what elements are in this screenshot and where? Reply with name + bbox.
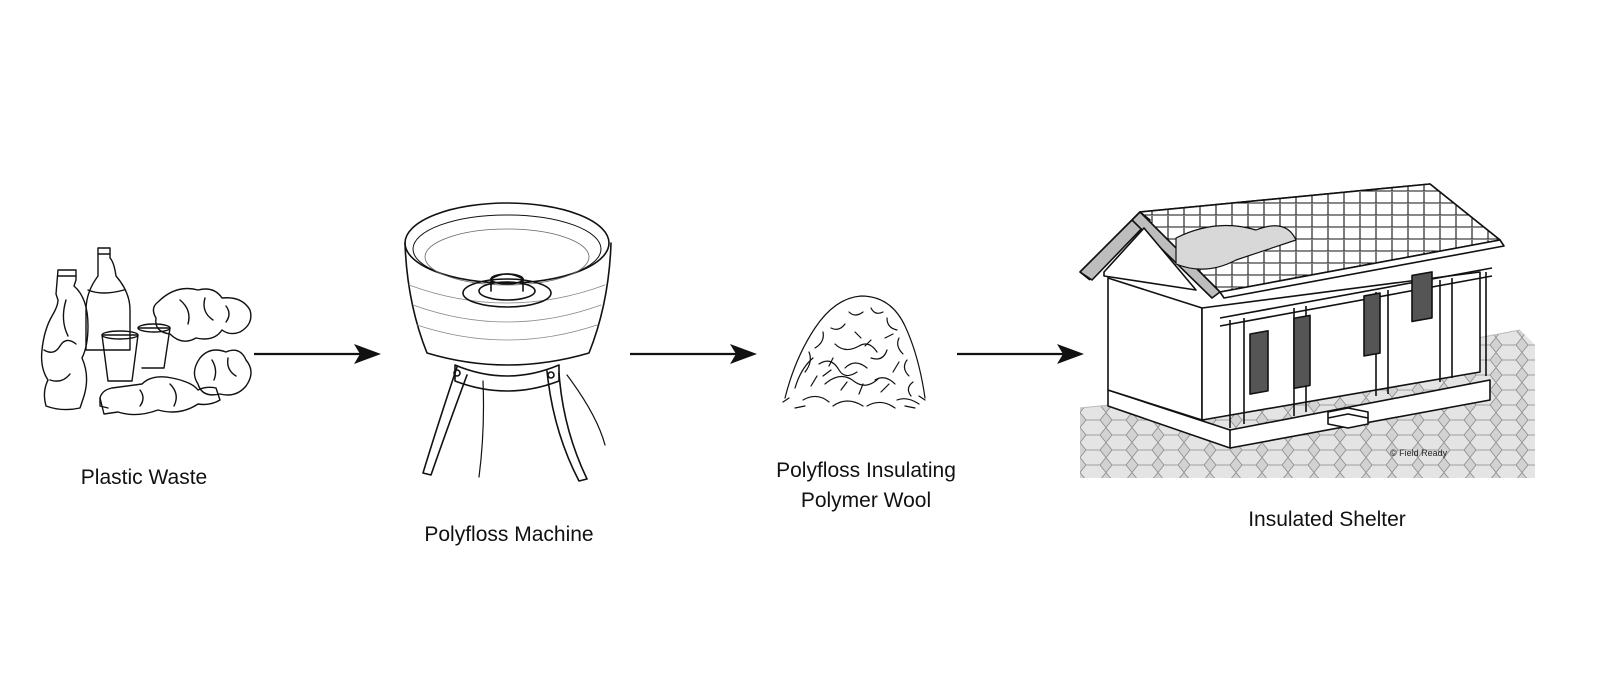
copyright-credit: © Field Ready	[1390, 448, 1448, 458]
caption-line: Polyfloss Insulating	[776, 459, 956, 482]
polyfloss-machine-illustration	[404, 202, 612, 482]
caption-polymer-wool: Polyfloss Insulating Polymer Wool	[746, 456, 986, 516]
caption-polyfloss-machine: Polyfloss Machine	[424, 523, 594, 546]
insulated-shelter-illustration	[1079, 183, 1535, 478]
arrow-right-icon	[630, 344, 757, 364]
arrow-right-icon	[957, 344, 1084, 364]
caption-line: Polymer Wool	[800, 489, 932, 512]
plastic-waste-illustration	[40, 247, 252, 416]
arrow-right-icon	[254, 344, 381, 364]
caption-plastic-waste: Plastic Waste	[80, 466, 208, 489]
caption-insulated-shelter: Insulated Shelter	[1248, 508, 1406, 531]
polymer-wool-illustration	[782, 295, 926, 409]
